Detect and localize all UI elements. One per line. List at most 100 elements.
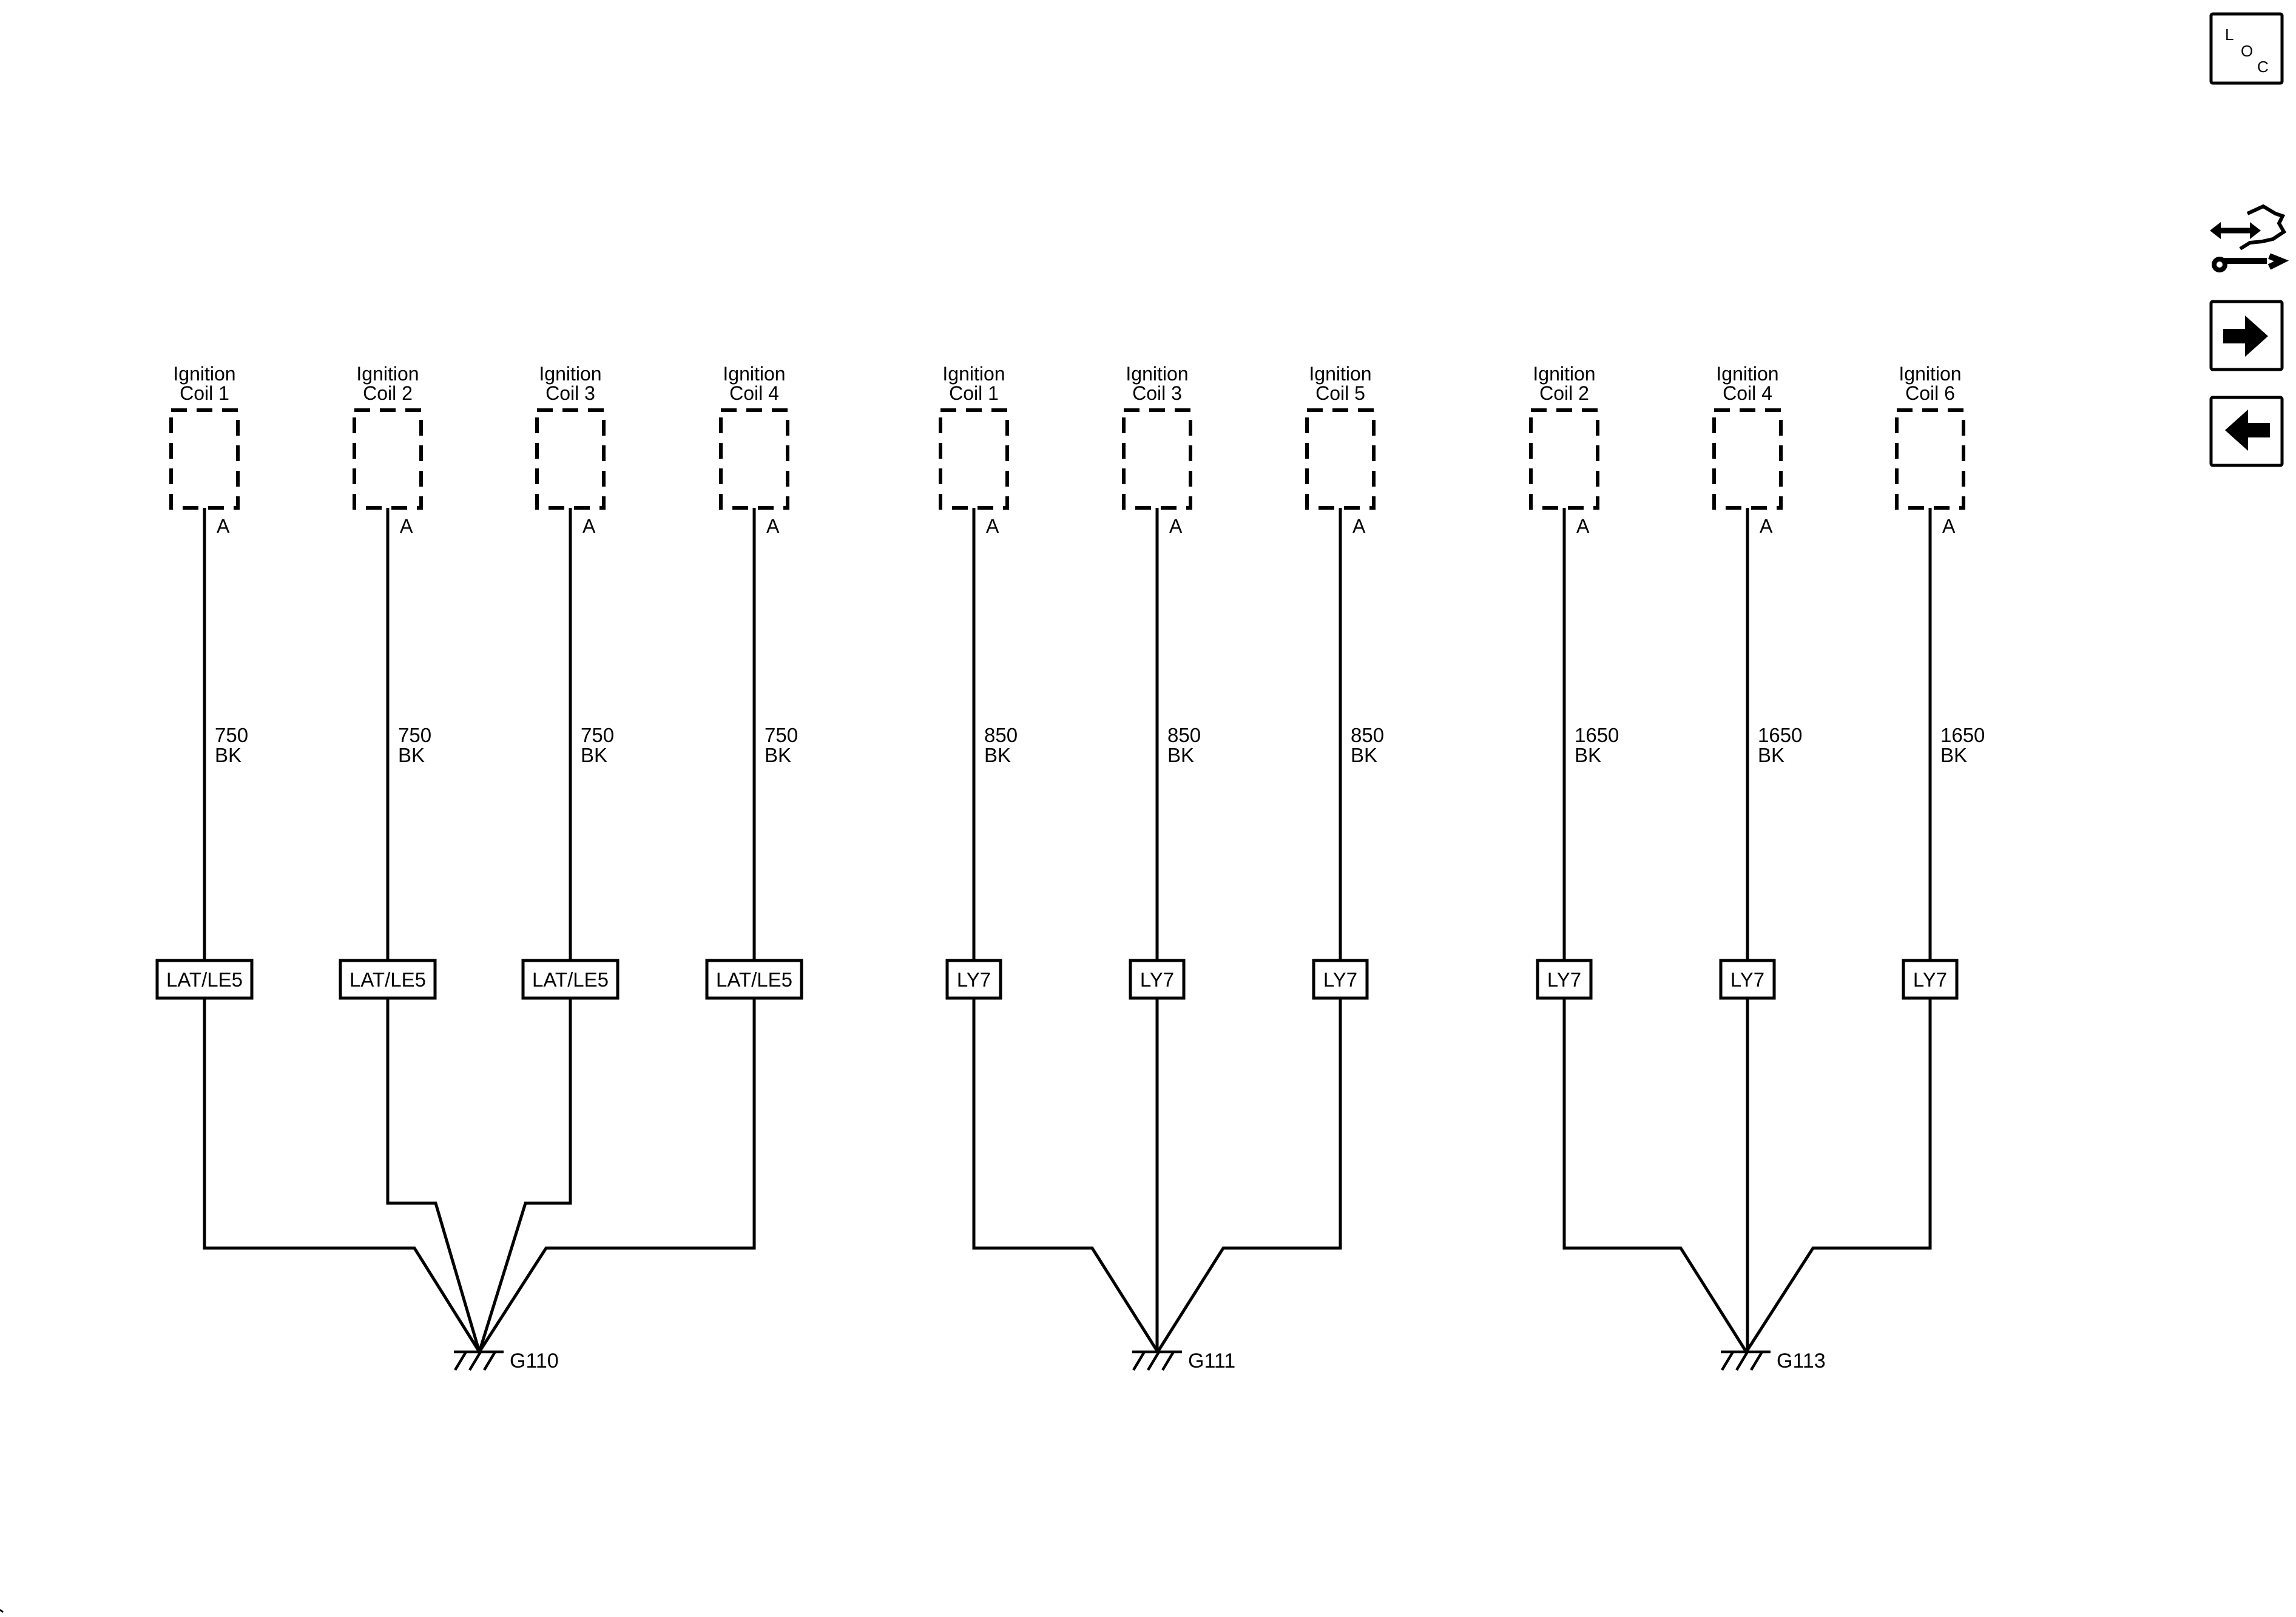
option-box[interactable] [1902,959,1959,1000]
ground-wire-segment[interactable] [972,998,1160,1353]
ignition-coil-component[interactable] [939,408,1009,510]
ground-label: G110 [510,1349,559,1372]
component-name-line1: Ignition [1716,363,1778,385]
wire-color-label: BK [1167,744,1194,766]
loc-letter-l: L [2225,25,2234,44]
ground-wire-segment[interactable] [203,998,481,1353]
wire-gauge-label: 1650 [1758,724,1802,746]
pin-label: A [1942,515,1956,537]
wire-gauge-label: 1650 [1575,724,1619,746]
chassis-ground-icon [454,1350,504,1371]
wire-color-label: BK [984,744,1011,766]
ignition-coil-component[interactable] [535,408,606,510]
ground-wire-segment[interactable] [1156,998,1342,1353]
wire-color-label: BK [398,744,425,766]
wire-color-label: BK [1575,744,1601,766]
option-label: LAT/LE5 [349,968,426,991]
pin-label: A [1760,515,1773,537]
ignition-coil-component[interactable] [169,408,240,510]
ground-g113: G113 [1562,998,1932,1372]
option-box[interactable] [521,959,620,1000]
chassis-ground-icon [1721,1350,1771,1371]
pin-label: A [217,515,230,537]
pin-label: A [766,515,780,537]
ground-wire-segment[interactable] [478,998,572,1352]
ground-label: G111 [1188,1349,1235,1372]
ground-g110: G110 [203,998,756,1372]
component-name-line2: Coil 1 [949,382,999,404]
wire-color-label: BK [581,744,607,766]
loc-letter-c: C [2257,58,2269,76]
ignition-coil-component[interactable] [353,408,423,510]
pin-label: A [1352,515,1366,537]
pin-label: A [582,515,596,537]
option-box[interactable] [339,959,437,1000]
component-name-line2: Coil 5 [1315,382,1365,404]
option-label: LY7 [957,968,991,991]
option-box[interactable] [1719,959,1776,1000]
option-label: LY7 [1547,968,1581,991]
connector-service-button[interactable] [2209,200,2289,282]
ground-g111: G111 [972,998,1342,1372]
wire-color-label: BK [1940,744,1967,766]
component-name-line2: Coil 2 [1539,382,1589,404]
wire-gauge-label: 850 [984,724,1018,746]
component-name-line1: Ignition [1126,363,1188,385]
arrow-left-icon [2225,410,2270,451]
component-name-line1: Ignition [173,363,235,385]
wire-gauge-label: 750 [398,724,431,746]
component-name-line2: Coil 2 [363,382,413,404]
component-name-line2: Coil 1 [180,382,229,404]
component-name-line1: Ignition [1533,363,1595,385]
wire-gauge-label: 750 [581,724,614,746]
ignition-coil-component[interactable] [1122,408,1192,510]
ground-wire-segment[interactable] [1562,998,1748,1353]
component-name-line1: Ignition [356,363,419,385]
ground-points: G110 G111 G113 [203,998,1932,1372]
component-name-line1: Ignition [942,363,1005,385]
component-name-line2: Coil 6 [1905,382,1955,404]
ground-label: G113 [1777,1349,1826,1372]
ignition-coil-component[interactable] [719,408,789,510]
ground-wire-segment[interactable] [386,998,481,1352]
ignition-coil-component[interactable] [1712,408,1783,510]
option-label: LY7 [1323,968,1357,991]
option-box[interactable] [1129,959,1186,1000]
wire-color-label: BK [215,744,241,766]
component-name-line2: Coil 4 [729,382,779,404]
loc-letter-o: O [2241,42,2253,60]
loc-button[interactable]: L O C [2209,12,2284,85]
ignition-coil-component[interactable] [1895,408,1965,510]
option-box[interactable] [1536,959,1593,1000]
option-label: LAT/LE5 [716,968,792,991]
ground-wire-segment[interactable] [1744,998,1932,1353]
wire-gauge-label: 850 [1167,724,1201,746]
wire-gauge-label: 850 [1351,724,1384,746]
option-label: LY7 [1730,968,1764,991]
wire-color-label: BK [1758,744,1784,766]
arrow-right-icon [2223,316,2268,357]
pin-label: A [986,515,999,537]
option-label: LAT/LE5 [166,968,243,991]
component-name-line2: Coil 3 [545,382,595,404]
prev-page-button[interactable] [2209,396,2284,467]
ignition-coil-component[interactable] [1529,408,1599,510]
option-label: LY7 [1140,968,1174,991]
ignition-coil-component[interactable] [1305,408,1376,510]
wire-color-label: BK [1351,744,1377,766]
loc-icon: L O C [2225,25,2269,76]
pin-label: A [1169,515,1183,537]
option-label: LY7 [1913,968,1947,991]
next-page-button[interactable] [2209,300,2284,371]
ground-wire-segment[interactable] [478,998,756,1353]
component-name-line2: Coil 4 [1723,382,1772,404]
